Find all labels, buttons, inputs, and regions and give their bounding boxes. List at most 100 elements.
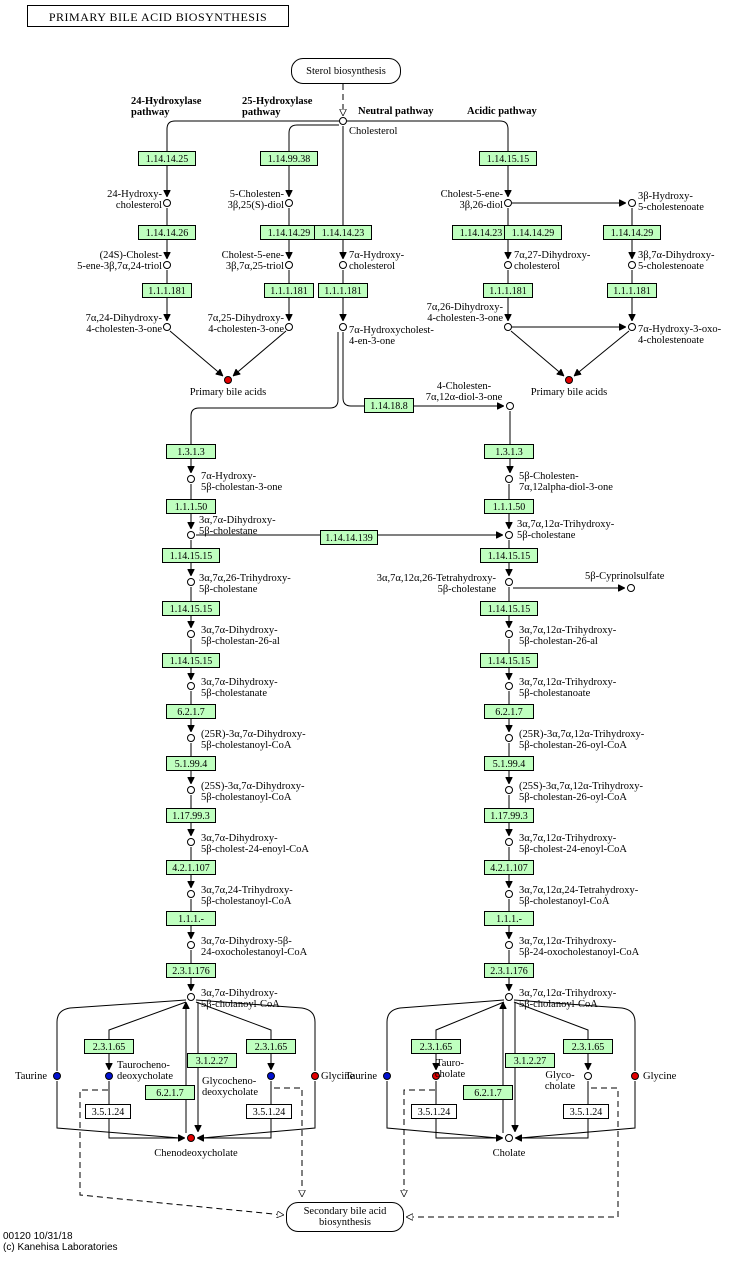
enzyme-e30[interactable]: 5.1.99.4	[484, 756, 534, 771]
map-link-m_sterol[interactable]: Sterol biosynthesis	[291, 58, 401, 84]
compound-node[interactable]	[584, 1072, 592, 1080]
compound-node[interactable]	[565, 376, 573, 384]
compound-node[interactable]	[224, 376, 232, 384]
compound-node[interactable]	[187, 993, 195, 1001]
enzyme-e31[interactable]: 1.17.99.3	[166, 808, 216, 823]
enzyme-e12[interactable]: 1.1.1.181	[318, 283, 368, 298]
compound-node[interactable]	[267, 1072, 275, 1080]
compound-node[interactable]	[505, 1134, 513, 1142]
enzyme-e42[interactable]: 6.2.1.7	[145, 1085, 195, 1100]
compound-node[interactable]	[163, 261, 171, 269]
compound-node[interactable]	[504, 323, 512, 331]
compound-node[interactable]	[505, 531, 513, 539]
compound-node[interactable]	[628, 199, 636, 207]
compound-node[interactable]	[505, 734, 513, 742]
compound-node[interactable]	[505, 786, 513, 794]
compound-node[interactable]	[505, 993, 513, 1001]
compound-node[interactable]	[631, 1072, 639, 1080]
enzyme-e20[interactable]: 1.14.14.139	[320, 530, 378, 545]
compound-node[interactable]	[505, 475, 513, 483]
compound-node[interactable]	[339, 261, 347, 269]
compound-node[interactable]	[627, 584, 635, 592]
compound-node[interactable]	[432, 1072, 440, 1080]
enzyme-e35[interactable]: 1.1.1.-	[166, 911, 216, 926]
enzyme-e27[interactable]: 6.2.1.7	[166, 704, 216, 719]
compound-node[interactable]	[285, 323, 293, 331]
enzyme-e47[interactable]: 3.1.2.27	[505, 1053, 555, 1068]
compound-node[interactable]	[187, 890, 195, 898]
enzyme-e37[interactable]: 2.3.1.176	[166, 963, 216, 978]
compound-node[interactable]	[505, 941, 513, 949]
enzyme-e40[interactable]: 2.3.1.65	[246, 1039, 296, 1054]
enzyme-e25[interactable]: 1.14.15.15	[162, 653, 220, 668]
enzyme-e44[interactable]: 3.5.1.24	[246, 1104, 292, 1119]
enzyme-e15[interactable]: 1.14.18.8	[364, 398, 414, 413]
enzyme-e43[interactable]: 3.5.1.24	[85, 1104, 131, 1119]
enzyme-e22[interactable]: 1.14.15.15	[480, 548, 538, 563]
compound-node[interactable]	[311, 1072, 319, 1080]
enzyme-e41[interactable]: 3.1.2.27	[187, 1053, 237, 1068]
enzyme-e19[interactable]: 1.1.1.50	[484, 499, 534, 514]
enzyme-e34[interactable]: 4.2.1.107	[484, 860, 534, 875]
enzyme-e32[interactable]: 1.17.99.3	[484, 808, 534, 823]
enzyme-e49[interactable]: 3.5.1.24	[411, 1104, 457, 1119]
enzyme-e14[interactable]: 1.1.1.181	[607, 283, 657, 298]
enzyme-e29[interactable]: 5.1.99.4	[166, 756, 216, 771]
enzyme-e8[interactable]: 1.14.14.29	[504, 225, 562, 240]
compound-node[interactable]	[339, 323, 347, 331]
enzyme-e50[interactable]: 3.5.1.24	[563, 1104, 609, 1119]
compound-node[interactable]	[339, 117, 347, 125]
compound-node[interactable]	[506, 402, 514, 410]
enzyme-e23[interactable]: 1.14.15.15	[162, 601, 220, 616]
enzyme-e46[interactable]: 2.3.1.65	[563, 1039, 613, 1054]
enzyme-e4[interactable]: 1.14.14.26	[138, 225, 196, 240]
compound-node[interactable]	[504, 199, 512, 207]
compound-node[interactable]	[187, 578, 195, 586]
enzyme-e28[interactable]: 6.2.1.7	[484, 704, 534, 719]
compound-node[interactable]	[187, 630, 195, 638]
compound-node[interactable]	[163, 199, 171, 207]
enzyme-e45[interactable]: 2.3.1.65	[411, 1039, 461, 1054]
compound-node[interactable]	[187, 531, 195, 539]
compound-node[interactable]	[105, 1072, 113, 1080]
compound-node[interactable]	[53, 1072, 61, 1080]
map-link-m_secondary[interactable]: Secondary bile acid biosynthesis	[286, 1202, 404, 1232]
compound-node[interactable]	[505, 838, 513, 846]
compound-node[interactable]	[505, 890, 513, 898]
compound-node[interactable]	[285, 199, 293, 207]
enzyme-e38[interactable]: 2.3.1.176	[484, 963, 534, 978]
enzyme-e13[interactable]: 1.1.1.181	[483, 283, 533, 298]
compound-node[interactable]	[187, 475, 195, 483]
compound-node[interactable]	[187, 786, 195, 794]
compound-node[interactable]	[187, 838, 195, 846]
enzyme-e39[interactable]: 2.3.1.65	[84, 1039, 134, 1054]
compound-node[interactable]	[505, 682, 513, 690]
enzyme-e36[interactable]: 1.1.1.-	[484, 911, 534, 926]
compound-node[interactable]	[187, 1134, 195, 1142]
enzyme-e18[interactable]: 1.1.1.50	[166, 499, 216, 514]
enzyme-e21[interactable]: 1.14.15.15	[162, 548, 220, 563]
enzyme-e1[interactable]: 1.14.14.25	[138, 151, 196, 166]
enzyme-e26[interactable]: 1.14.15.15	[480, 653, 538, 668]
enzyme-e9[interactable]: 1.14.14.29	[603, 225, 661, 240]
compound-node[interactable]	[187, 682, 195, 690]
compound-node[interactable]	[505, 630, 513, 638]
enzyme-e48[interactable]: 6.2.1.7	[463, 1085, 513, 1100]
compound-node[interactable]	[285, 261, 293, 269]
compound-node[interactable]	[187, 734, 195, 742]
compound-node[interactable]	[504, 261, 512, 269]
enzyme-e33[interactable]: 4.2.1.107	[166, 860, 216, 875]
enzyme-e10[interactable]: 1.1.1.181	[142, 283, 192, 298]
enzyme-e2[interactable]: 1.14.99.38	[260, 151, 318, 166]
enzyme-e17[interactable]: 1.3.1.3	[484, 444, 534, 459]
compound-node[interactable]	[628, 323, 636, 331]
compound-node[interactable]	[163, 323, 171, 331]
enzyme-e11[interactable]: 1.1.1.181	[264, 283, 314, 298]
enzyme-e7[interactable]: 1.14.14.23	[452, 225, 510, 240]
compound-node[interactable]	[505, 578, 513, 586]
enzyme-e24[interactable]: 1.14.15.15	[480, 601, 538, 616]
enzyme-e6[interactable]: 1.14.14.23	[314, 225, 372, 240]
compound-node[interactable]	[383, 1072, 391, 1080]
enzyme-e5[interactable]: 1.14.14.29	[260, 225, 318, 240]
compound-node[interactable]	[628, 261, 636, 269]
